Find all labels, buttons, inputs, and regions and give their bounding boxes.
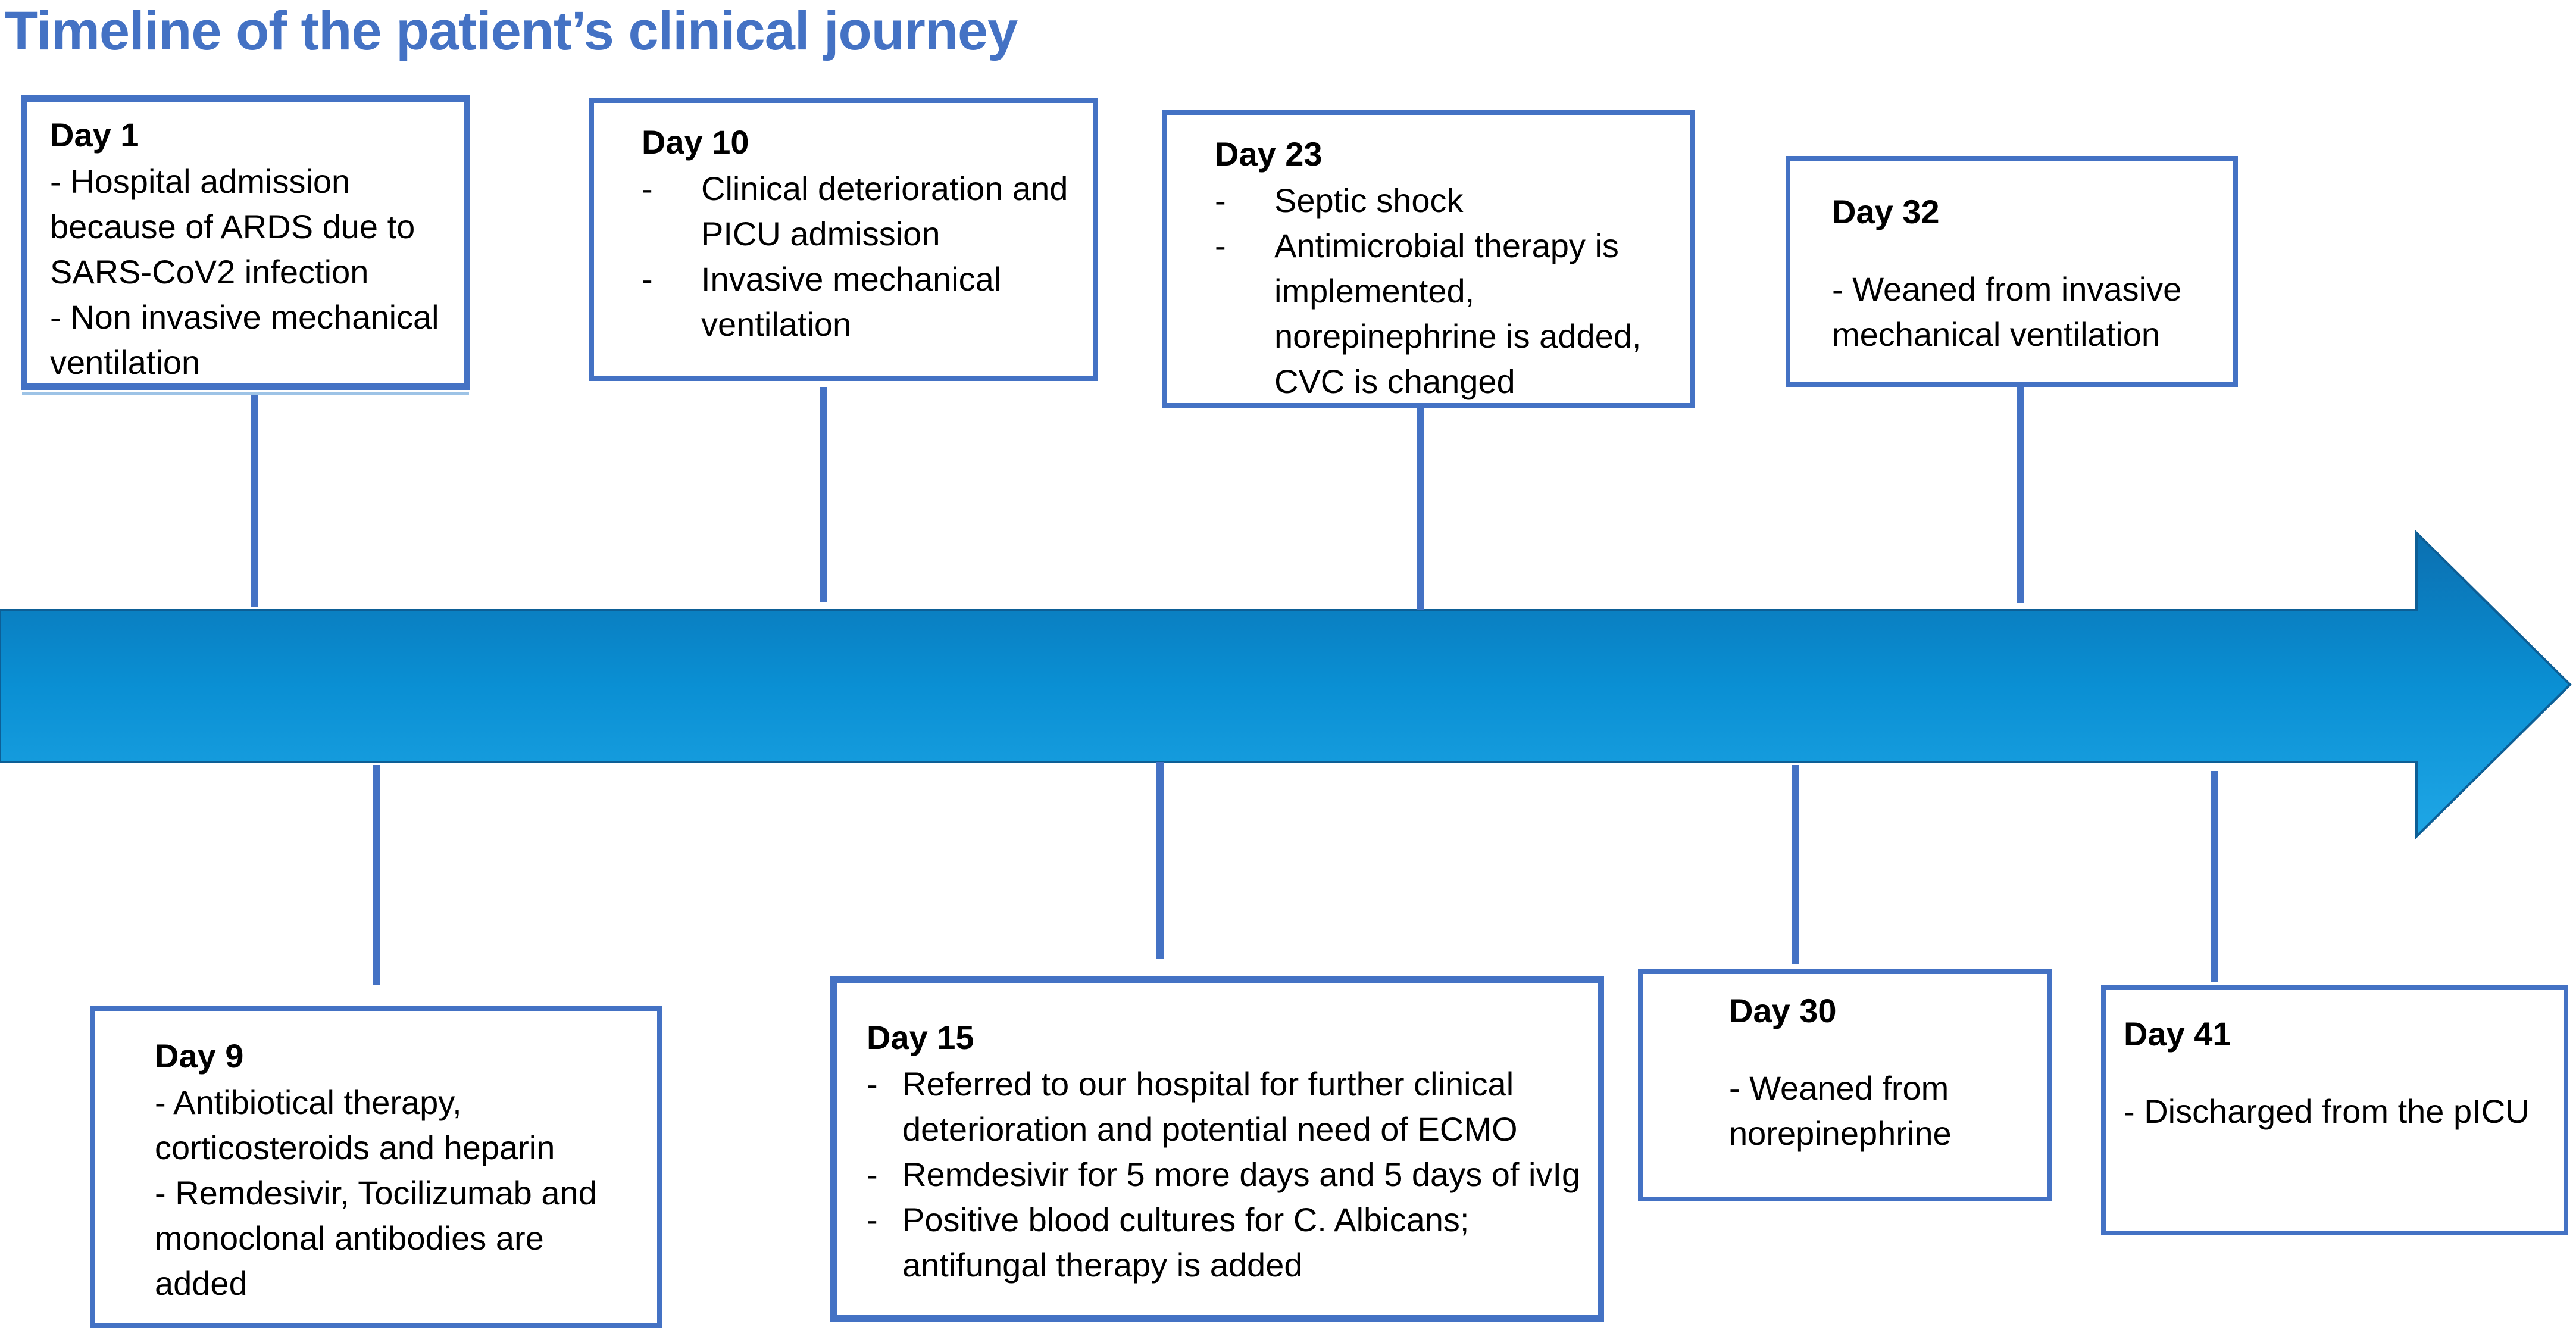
event-line: - Hospital admission because of ARDS due… xyxy=(50,163,415,291)
bullet-dash: - xyxy=(642,260,653,298)
connector-day15 xyxy=(1156,762,1164,959)
event-item-text: Septic shock xyxy=(1274,182,1464,219)
event-item: - Remdesivir for 5 more days and 5 days … xyxy=(867,1152,1584,1197)
event-day-label: Day 32 xyxy=(1832,193,1940,230)
connector-day10 xyxy=(820,387,827,602)
bullet-dash: - xyxy=(867,1156,878,1193)
event-box-day30: Day 30 - Weaned from norepinephrine xyxy=(1638,969,2052,1201)
bullet-dash: - xyxy=(642,170,653,207)
event-day-label: Day 30 xyxy=(1729,992,1837,1029)
event-item: - Septic shock xyxy=(1215,178,1677,223)
event-day-label: Day 9 xyxy=(155,1037,244,1075)
event-item: - Antimicrobial therapy is implemented, … xyxy=(1215,223,1677,404)
connector-day30 xyxy=(1792,765,1799,964)
event-item-text: Referred to our hospital for further cli… xyxy=(902,1065,1518,1148)
event-day-label: Day 23 xyxy=(1215,135,1323,173)
bullet-dash: - xyxy=(867,1201,878,1238)
event-line: - Discharged from the pICU xyxy=(2124,1092,2530,1130)
diagram-title: Timeline of the patient’s clinical journ… xyxy=(5,1,1018,61)
event-item: - Clinical deterioration and PICU admiss… xyxy=(642,166,1080,257)
event-box-day9: Day 9 - Antibiotical therapy, corticoste… xyxy=(90,1006,662,1328)
event-line: - Non invasive mechanical ventilation xyxy=(50,298,439,381)
connector-day23 xyxy=(1417,402,1424,610)
event-item: - Positive blood cultures for C. Albican… xyxy=(867,1197,1584,1288)
event-box-day10: Day 10 - Clinical deterioration and PICU… xyxy=(589,98,1098,381)
connector-day9 xyxy=(373,765,380,985)
connector-day41 xyxy=(2211,771,2218,982)
event-day-label: Day 15 xyxy=(867,1019,974,1056)
event-item: - Referred to our hospital for further c… xyxy=(867,1062,1584,1152)
event-line: - Weaned from invasive mechanical ventil… xyxy=(1832,270,2182,353)
event-box-day41: Day 41 - Discharged from the pICU xyxy=(2101,985,2568,1235)
connector-day32 xyxy=(2017,386,2024,603)
event-day-label: Day 1 xyxy=(50,116,139,154)
bullet-dash: - xyxy=(1215,227,1226,264)
event-box-day32: Day 32 - Weaned from invasive mechanical… xyxy=(1786,156,2238,387)
event-box-day1: Day 1 - Hospital admission because of AR… xyxy=(21,95,470,390)
event-item-text: Positive blood cultures for C. Albicans;… xyxy=(902,1201,1470,1284)
event-item-text: Remdesivir for 5 more days and 5 days of… xyxy=(902,1156,1581,1193)
event-line: - Weaned from norepinephrine xyxy=(1729,1069,1952,1152)
event-item-text: Invasive mechanical ventilation xyxy=(701,260,1002,343)
event-line: - Remdesivir, Tocilizumab and monoclonal… xyxy=(155,1174,597,1302)
bullet-dash: - xyxy=(1215,182,1226,219)
bullet-dash: - xyxy=(867,1065,878,1103)
event-item-text: Clinical deterioration and PICU admissio… xyxy=(701,170,1068,252)
event-day-label: Day 41 xyxy=(2124,1015,2231,1053)
event-box-day15: Day 15 - Referred to our hospital for fu… xyxy=(830,976,1604,1322)
event-box-day23: Day 23 - Septic shock - Antimicrobial th… xyxy=(1162,110,1695,408)
event-item-text: Antimicrobial therapy is implemented, no… xyxy=(1274,227,1642,400)
event-line: - Antibiotical therapy, corticosteroids … xyxy=(155,1084,555,1166)
connector-day1 xyxy=(251,387,258,607)
event-day-label: Day 10 xyxy=(642,123,749,161)
event-item: - Invasive mechanical ventilation xyxy=(642,257,1080,347)
